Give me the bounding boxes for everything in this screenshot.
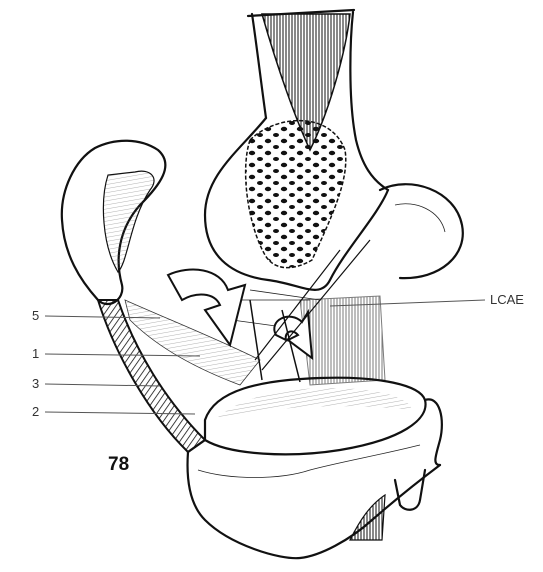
label-1: 1 [32,346,39,361]
label-2: 2 [32,404,39,419]
patella [62,141,166,304]
label-3: 3 [32,376,39,391]
figure-number: 78 [108,454,129,475]
label-lcae: LCAE [490,292,524,307]
femoral-condyle [205,118,463,290]
tibia [188,378,442,558]
label-5: 5 [32,308,39,323]
